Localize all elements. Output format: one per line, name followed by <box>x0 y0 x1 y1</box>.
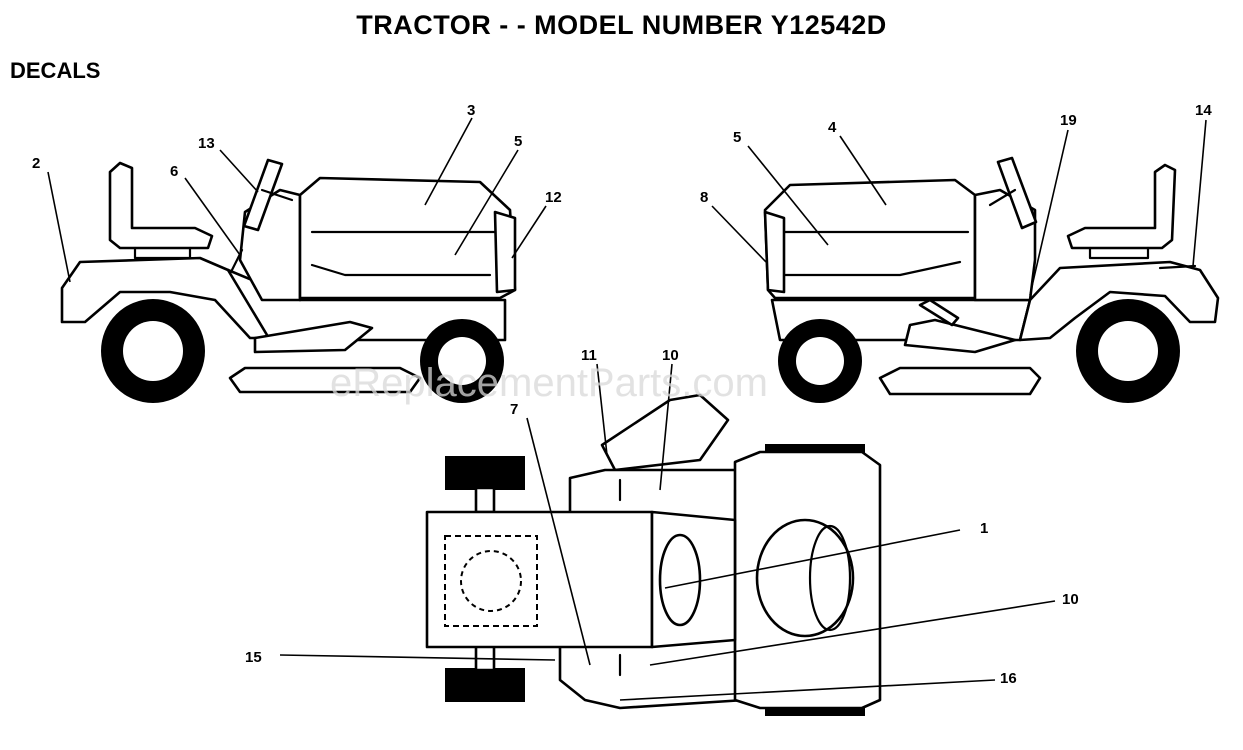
callout-4: 4 <box>828 119 837 136</box>
rear-deck-plate <box>425 510 654 649</box>
callout-10-bottom: 10 <box>1062 591 1079 608</box>
section-heading: DECALS <box>10 58 101 83</box>
callout-10-top: 10 <box>662 347 679 364</box>
dash-decal-edge <box>230 248 244 272</box>
hood-side-line <box>310 263 492 277</box>
callout-16: 16 <box>1000 670 1017 687</box>
mower-deck-right <box>878 366 1042 396</box>
watermark-text: eReplacementParts.com <box>330 361 768 405</box>
steering-wheel <box>242 158 284 232</box>
callout-5-right: 5 <box>733 129 741 146</box>
seat-right <box>1066 163 1177 250</box>
page-title: TRACTOR - - MODEL NUMBER Y12542D <box>356 10 887 40</box>
footrest <box>253 320 374 354</box>
seat <box>108 161 214 250</box>
callout-12: 12 <box>545 189 562 206</box>
callout-15: 15 <box>245 649 262 666</box>
callout-11: 11 <box>581 347 597 364</box>
callout-6: 6 <box>170 163 178 180</box>
callout-5-left: 5 <box>514 133 522 150</box>
callout-3: 3 <box>467 102 475 119</box>
grille-right <box>763 210 786 294</box>
rear-tire-top-left <box>445 456 525 490</box>
tractor-left-side-view: 2 13 6 3 5 12 <box>32 102 562 403</box>
cutout-circle <box>460 550 522 612</box>
steering-shaft <box>260 188 294 202</box>
steering-wheel-top <box>658 533 702 627</box>
callout-2: 2 <box>32 155 40 172</box>
footrest-right <box>903 318 1017 354</box>
axle-top <box>474 486 496 514</box>
callout-8: 8 <box>700 189 708 206</box>
rear-tire-top-right <box>445 668 525 702</box>
grille <box>493 210 517 294</box>
callout-19: 19 <box>1060 112 1077 129</box>
hood <box>298 176 517 300</box>
tractor-right-side-view: 8 5 4 19 14 <box>700 102 1220 403</box>
lift-lever <box>918 298 960 327</box>
hood-oval-outer <box>755 518 855 638</box>
seat-post-right <box>1088 246 1150 260</box>
hood-oval-inner <box>808 524 852 632</box>
callout-13: 13 <box>198 135 215 152</box>
callout-7: 7 <box>510 401 518 418</box>
steering-shaft-right <box>988 188 1017 207</box>
rear-fender-right <box>1018 260 1220 342</box>
mower-deck <box>228 366 422 394</box>
seat-post <box>133 246 192 260</box>
callout-14: 14 <box>1195 102 1212 119</box>
hood-right <box>763 178 977 300</box>
steering-wheel-right <box>996 156 1038 230</box>
fender-decal-14 <box>1158 264 1197 270</box>
tractor-top-view: 11 10 7 1 10 15 16 <box>245 347 1079 716</box>
cutout-square <box>444 535 538 627</box>
hood-side-line-right <box>780 260 962 277</box>
callout-1: 1 <box>980 520 988 537</box>
